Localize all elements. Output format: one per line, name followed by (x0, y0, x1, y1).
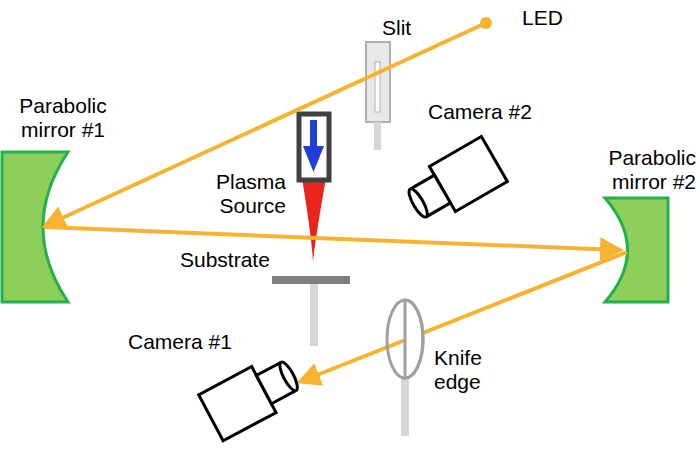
part-label: Slit (382, 16, 432, 40)
slit-plate (366, 42, 390, 122)
plasma-jet (302, 178, 326, 262)
flow-arrow (303, 146, 324, 172)
part-label: Camera #2 (428, 100, 558, 124)
slit-stand (374, 122, 381, 150)
camera (199, 351, 306, 441)
part-label: Parabolic mirror #1 (4, 94, 122, 142)
part-label: Camera #1 (128, 330, 248, 354)
knife-edge-frame (387, 300, 423, 378)
light-beam (47, 23, 486, 225)
camera (401, 136, 508, 228)
knife-edge-stand (401, 378, 409, 436)
led-source (480, 17, 492, 29)
substrate-plate (272, 276, 350, 284)
plasma-source (299, 114, 329, 180)
part-label: Parabolic mirror #2 (584, 146, 696, 194)
part-label: LED (522, 6, 582, 30)
knife-blade (405, 300, 423, 378)
flow-arrow (310, 120, 317, 148)
slit-opening (375, 62, 380, 112)
substrate-stand (310, 284, 318, 346)
part-label: Substrate (180, 248, 282, 272)
part-label: Knife edge (434, 346, 506, 394)
part-label: Plasma Source (180, 170, 286, 218)
light-beam (45, 227, 618, 250)
knife-edge-line (404, 300, 406, 378)
